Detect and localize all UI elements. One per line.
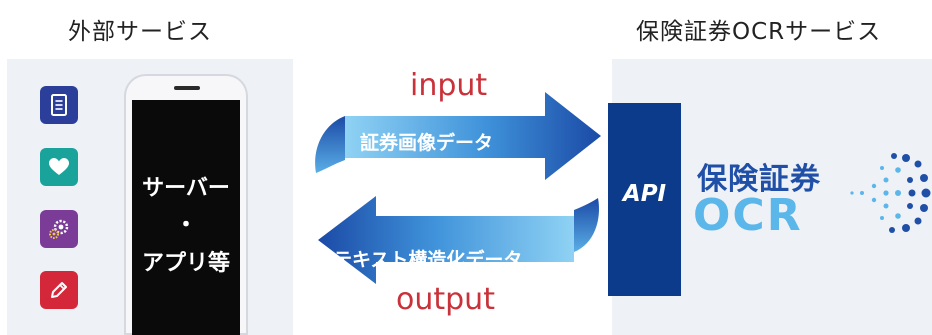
output-label: output <box>396 282 495 317</box>
left-panel-title: 外部サービス <box>68 19 212 45</box>
document-icon <box>51 94 67 116</box>
output-arrow-label: テキスト構造化データ <box>333 249 523 271</box>
output-arrow-fold <box>574 198 599 252</box>
smartphone: サーバー ・ アプリ等 <box>124 74 248 335</box>
logo-bottom-text: OCR <box>693 190 803 241</box>
output-arrow <box>318 196 574 284</box>
logo-top-text: 保険証券 <box>697 162 821 197</box>
phone-screen-text: サーバー ・ アプリ等 <box>141 176 230 276</box>
phone-screen: サーバー ・ アプリ等 <box>132 100 240 335</box>
gear-app-icon <box>40 210 78 248</box>
api-label: API <box>622 181 667 207</box>
heart-app-icon <box>40 148 78 186</box>
input-label: input <box>410 68 488 103</box>
right-panel-title: 保険証券OCRサービス <box>636 19 882 45</box>
api-block: API <box>608 103 681 296</box>
document-app-icon <box>40 86 78 124</box>
pencil-icon <box>51 282 67 298</box>
input-arrow-fold <box>315 116 345 173</box>
input-arrow <box>345 92 601 180</box>
phone-speaker <box>174 86 200 90</box>
gear-icon <box>49 219 69 239</box>
heart-icon <box>49 158 69 175</box>
input-arrow-label: 証券画像データ <box>360 132 494 154</box>
pencil-app-icon <box>40 271 78 309</box>
logo-dots-icon <box>850 153 931 233</box>
